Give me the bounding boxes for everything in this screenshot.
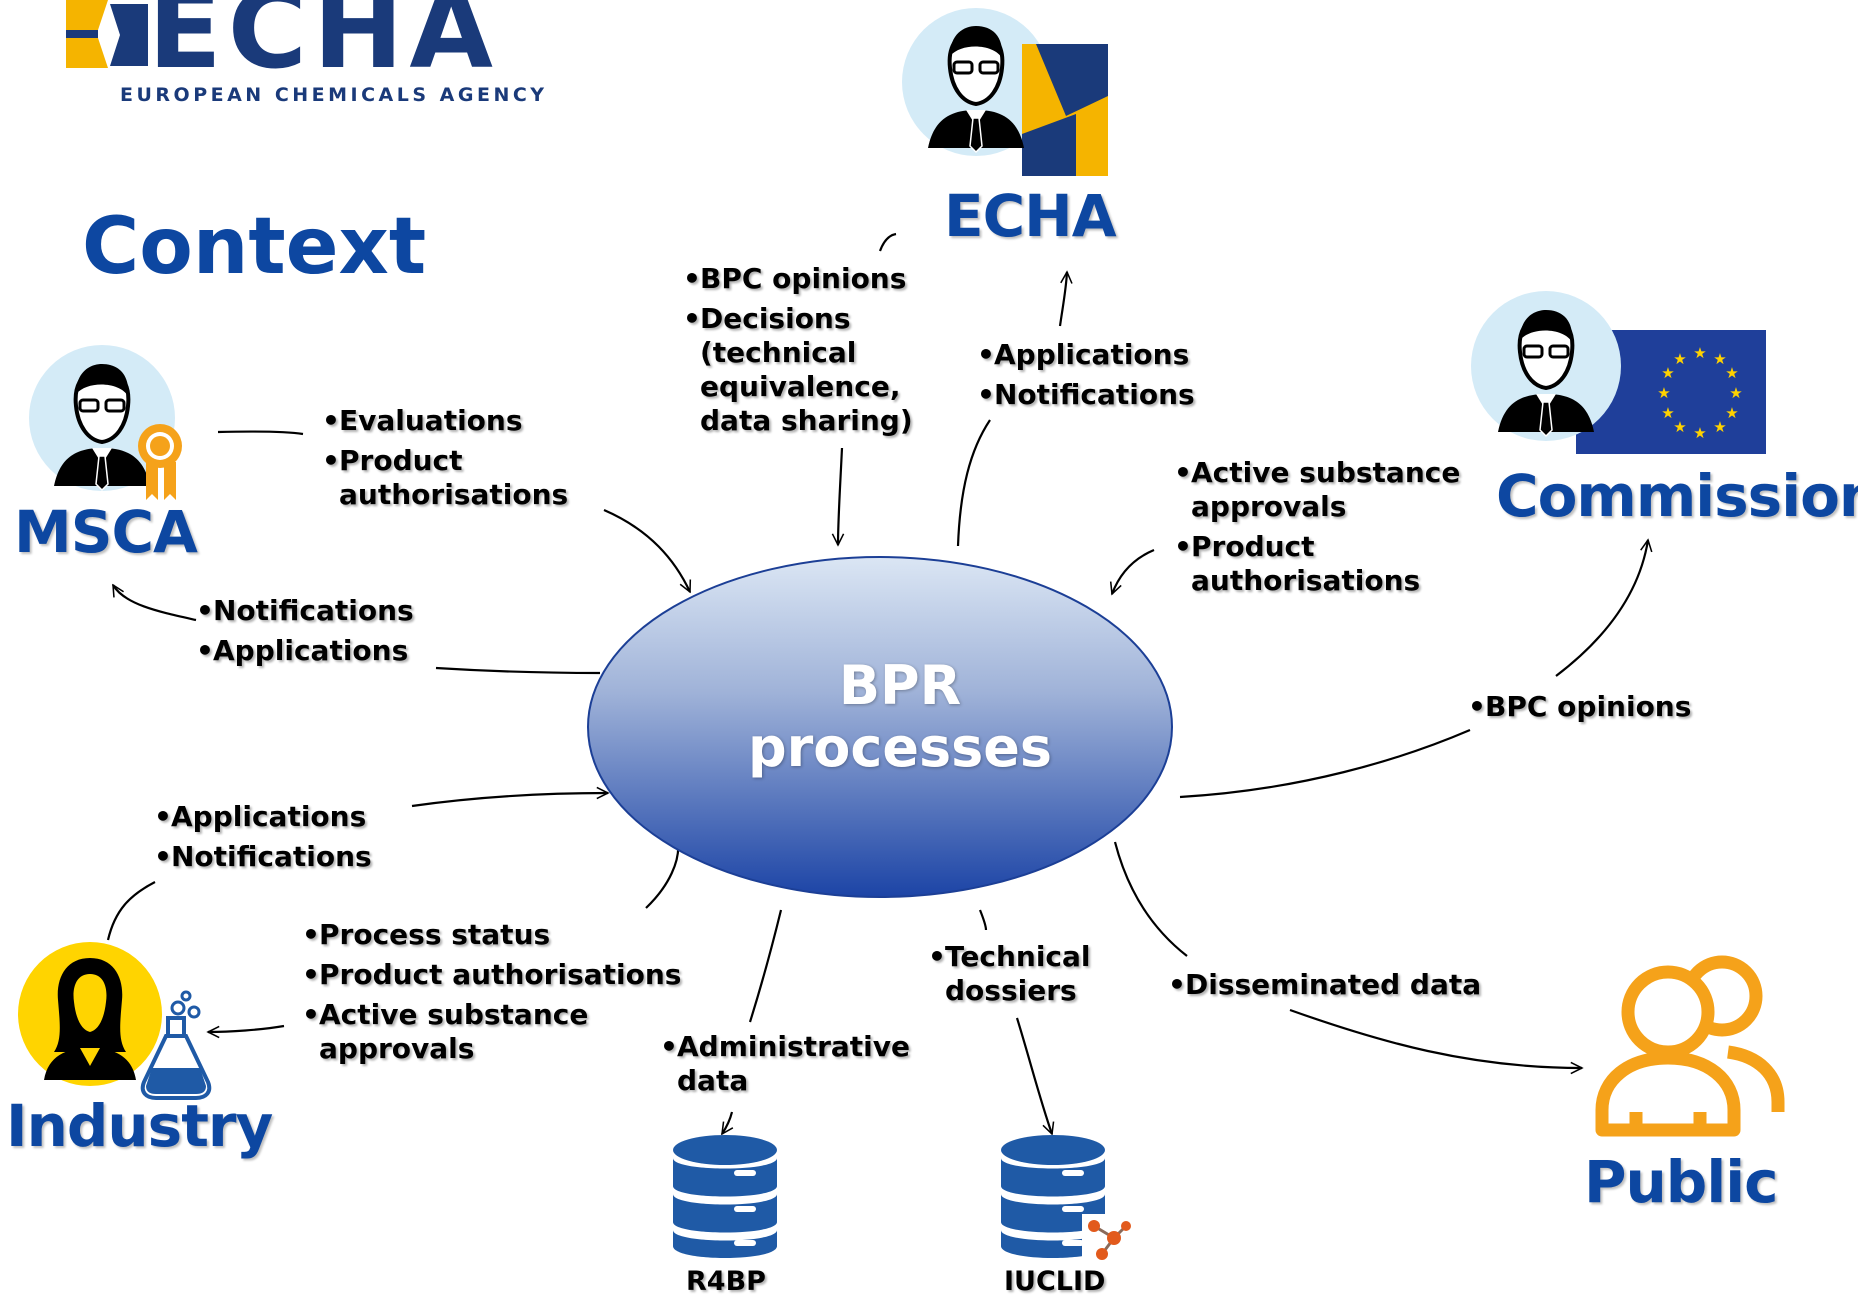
svg-text:★: ★ (1725, 404, 1738, 422)
flow-bpr-to-iuclid: Technical dossiers (928, 940, 1091, 1014)
connector-msca-in-b (603, 508, 690, 592)
public-label: Public (1584, 1148, 1778, 1216)
flow-item: Notifications (154, 840, 372, 874)
connector-industry-in-b (106, 881, 156, 941)
flow-item: Applications (977, 338, 1195, 372)
connector-iuclid-a (978, 909, 988, 931)
flow-bpr-to-msca: Notifications Applications (196, 594, 414, 674)
industry-actor-icon (18, 942, 212, 1100)
flow-bpr-to-industry: Process status Product authorisations Ac… (302, 918, 681, 1072)
connector-msca-out-b (435, 666, 601, 675)
flow-item: Disseminated data (1168, 968, 1481, 1002)
flow-item: Active substance approvals (1174, 456, 1460, 524)
iuclid-label: IUCLID (1004, 1266, 1106, 1297)
flow-item: BPC opinions (683, 262, 913, 296)
flow-item: Evaluations (322, 404, 568, 438)
flow-item: Product authorisations (1174, 530, 1460, 598)
molecule-icon (1082, 1214, 1131, 1260)
svg-text:★: ★ (1729, 384, 1742, 402)
connector-r4bp-b (722, 1111, 732, 1134)
svg-text:★: ★ (1673, 418, 1686, 436)
svg-text:★: ★ (1661, 364, 1674, 382)
msca-actor-icon (29, 345, 182, 500)
svg-text:★: ★ (1693, 424, 1706, 442)
flow-echa-to-bpr: BPC opinions Decisions (technical equiva… (683, 262, 913, 444)
industry-label: Industry (6, 1092, 273, 1160)
flow-msca-to-bpr: Evaluations Product authorisations (322, 404, 568, 518)
flow-item: Decisions (technical equivalence, data s… (683, 302, 913, 438)
flow-item: Product authorisations (322, 444, 568, 512)
public-actor-icon (1595, 955, 1785, 1137)
connector-commission-out-a (1179, 728, 1471, 799)
svg-text:★: ★ (1725, 364, 1738, 382)
connector-r4bp-a (748, 909, 783, 1023)
flow-bpr-to-public: Disseminated data (1168, 968, 1481, 1008)
svg-text:★: ★ (1693, 344, 1706, 362)
svg-text:★: ★ (1713, 350, 1726, 368)
flow-item: Technical dossiers (928, 940, 1091, 1008)
connector-industry-in (411, 793, 608, 808)
flow-item: Applications (196, 634, 414, 668)
r4bp-database-icon (673, 1135, 777, 1258)
connector-commission-in (1112, 548, 1155, 594)
iuclid-database-icon (1001, 1135, 1131, 1260)
connector-msca-in-a (217, 430, 304, 436)
connector-echa-in-top (878, 232, 897, 252)
echa-logo-subtitle: EUROPEAN CHEMICALS AGENCY (120, 84, 548, 106)
flow-item: Active substance approvals (302, 998, 681, 1066)
svg-text:★: ★ (1661, 404, 1674, 422)
commission-label: Commission (1496, 462, 1858, 530)
connector-industry-out-b (208, 1024, 285, 1032)
connector-public-b (1289, 1008, 1582, 1068)
svg-text:★: ★ (1673, 350, 1686, 368)
flow-item: Administrative data (660, 1030, 910, 1098)
echa-label: ECHA (944, 182, 1117, 250)
svg-text:★: ★ (1713, 418, 1726, 436)
connector-echa-out-b (956, 419, 991, 547)
flow-item: Notifications (977, 378, 1195, 412)
echa-logo: ECHA EUROPEAN CHEMICALS AGENCY (58, 0, 544, 112)
r4bp-label: R4BP (686, 1266, 766, 1297)
connector-commission-out-b (1555, 540, 1648, 677)
echa-logo-mark-icon (66, 0, 148, 68)
flow-item: Process status (302, 918, 681, 952)
echa-actor-icon (902, 8, 1108, 176)
flow-item: Product authorisations (302, 958, 681, 992)
msca-label: MSCA (14, 498, 198, 566)
echa-logo-word: ECHA (148, 0, 500, 93)
page-title: Context (82, 202, 427, 292)
flow-item: BPC opinions (1468, 690, 1691, 724)
connector-echa-in (838, 447, 842, 545)
flow-bpr-to-r4bp: Administrative data (660, 1030, 910, 1104)
flow-commission-to-bpr: Active substance approvals Product autho… (1174, 456, 1460, 604)
svg-text:★: ★ (1657, 384, 1670, 402)
flow-bpr-to-commission: BPC opinions (1468, 690, 1691, 730)
commission-actor-icon: ★★★ ★★★ ★★★ ★★★ (1471, 291, 1766, 454)
flow-item: Notifications (196, 594, 414, 628)
bpr-processes-ellipse (587, 556, 1173, 898)
connector-echa-out (1058, 272, 1067, 327)
connector-public-a (1113, 841, 1188, 957)
flow-bpr-to-echa: Applications Notifications (977, 338, 1195, 418)
bpr-processes-label: BPR processes (747, 654, 1053, 779)
connector-msca-out (112, 585, 197, 622)
flow-item: Applications (154, 800, 372, 834)
flow-industry-to-bpr: Applications Notifications (154, 800, 372, 880)
connector-iuclid-b (1015, 1017, 1052, 1134)
